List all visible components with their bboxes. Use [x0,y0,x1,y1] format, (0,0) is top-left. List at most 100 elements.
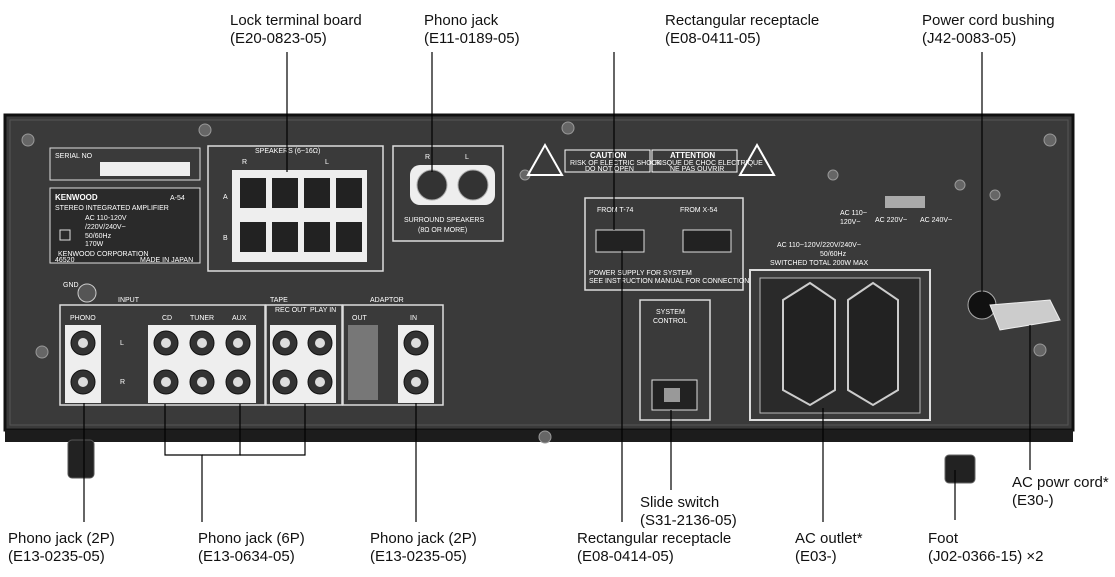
voltage-selector [885,196,925,208]
outlet-text1: AC 110~120V/220V/240V~ [777,242,861,249]
corporation-label: KENWOOD CORPORATION [58,251,148,258]
callout-part: (E30-) [1012,492,1054,509]
warning-triangle-left-icon [526,142,564,176]
surround-speakers-panel [392,145,504,242]
callout-ac-outlet: AC outlet* (E03-) [795,530,863,566]
callout-name: Phono jack (2P) [8,530,115,547]
caution-label: CAUTION [590,151,627,160]
foot-left [67,439,95,479]
adaptor-in-label: IN [410,315,417,322]
rca-jack-center [197,377,207,387]
callout-phono-jack-2p-mid: Phono jack (2P) (E13-0235-05) [370,530,477,566]
callout-phono-jack-6p: Phono jack (6P) (E13-0634-05) [198,530,305,566]
input-ch-r: R [120,379,125,386]
rating-watt: 170W [85,241,104,248]
tape-panel [265,304,343,406]
rca-jacks [70,330,429,395]
callout-name: Lock terminal board [230,12,362,29]
callout-rect-receptacle-bottom: Rectangular receptacle (E08-0414-05) [577,530,731,566]
speaker-ch-r: R [242,159,247,166]
callout-part: (S31-2136-05) [640,512,737,529]
callout-part: (J42-0083-05) [922,30,1017,47]
callout-power-cord-bushing: Power cord bushing (J42-0083-05) [922,12,1055,48]
surround-l: L [465,154,469,161]
phono-label: PHONO [70,315,96,322]
from-x54-label: FROM X-54 [680,207,717,214]
brand-label: KENWOOD [55,193,98,202]
rca-jack-center [161,377,171,387]
system-power-panel [584,197,744,291]
rating-ac2: /220V/240V~ [85,224,126,231]
callout-part: (E08-0411-05) [665,30,761,47]
power-supply-label2: SEE INSTRUCTION MANUAL FOR CONNECTION [589,278,749,285]
voltage-120: 120V~ [840,219,860,226]
callout-name: Phono jack (2P) [370,530,477,547]
screw-group [21,121,1057,444]
callout-name: Slide switch [640,494,720,511]
surround-r: R [425,154,430,161]
input-label: INPUT [118,297,140,304]
rca-jack-center [197,338,207,348]
callout-phono-jack-2p-left: Phono jack (2P) (E13-0235-05) [8,530,115,566]
adaptor-out-label: OUT [352,315,368,322]
adaptor-panel [342,304,444,406]
caution-text2: DO NOT OPEN [585,166,634,173]
speaker-a: A [223,194,228,201]
callout-phono-jack-top: Phono jack (E11-0189-05) [424,12,520,48]
ac-outlet-right [847,281,899,407]
cd-label: CD [162,315,172,322]
surround-jack-l [457,169,489,201]
callout-lock-terminal-board: Lock terminal board (E20-0823-05) [230,12,362,48]
power-supply-label1: POWER SUPPLY FOR SYSTEM [589,270,692,277]
attention-label: ATTENTION [670,151,715,160]
callout-part: (E20-0823-05) [230,30,327,47]
leader-lines [83,52,1031,522]
callout-name: AC powr cord* [1012,474,1109,491]
system-control-panel [639,299,711,421]
rca-jack-center [233,338,243,348]
callout-part: (E13-0235-05) [370,548,467,565]
gnd-label: GND [63,282,79,289]
attention-text2: NE PAS OUVRIR [670,166,724,173]
callout-part: (E08-0414-05) [577,548,674,565]
ac-outlet-panel [749,269,931,421]
surround-jack-r [416,169,448,201]
rca-jack-center [315,338,325,348]
input-panel [59,304,266,406]
rca-jack-center [161,338,171,348]
surround-label2: (8Ω OR MORE) [418,227,467,234]
from-t74-label: FROM T-74 [597,207,634,214]
callout-part: (E03-) [795,548,837,565]
callout-part: (J02-0366-15) ×2 [928,548,1044,565]
voltage-240: AC 240V~ [920,217,952,224]
adaptor-label: ADAPTOR [370,297,404,304]
callout-name: Foot [928,530,959,547]
rca-jack-center [233,377,243,387]
rec-out-label: REC OUT [275,307,307,314]
callout-name: Phono jack (6P) [198,530,305,547]
callout-part: (E11-0189-05) [424,30,520,47]
input-ch-l: L [120,340,124,347]
tape-label: TAPE [270,297,288,304]
callout-name: Power cord bushing [922,12,1055,29]
callout-name: Rectangular receptacle [577,530,732,547]
rca-jack-center [411,377,421,387]
outlet-text3: SWITCHED TOTAL 200W MAX [770,260,868,267]
warning-triangle-right-icon [738,142,776,176]
surround-label: SURROUND SPEAKERS [404,217,484,224]
speakers-title: SPEAKERS (6~16Ω) [255,148,320,155]
rca-jack-center [411,338,421,348]
gnd-terminal [77,283,97,303]
callout-part: (E13-0235-05) [8,548,105,565]
rect-receptacle-t74 [595,229,645,253]
tuner-label: TUNER [190,315,214,322]
rca-jack-center [315,377,325,387]
serial-no-label: SERIAL NO [55,153,93,160]
rect-receptacle-x54 [682,229,732,253]
foot-right [944,454,976,484]
voltage-220: AC 220V~ [875,217,907,224]
system-label: SYSTEM [656,309,685,316]
outlet-text2: 50/60Hz [820,251,847,258]
rca-jack-center [78,338,88,348]
attention-text1: RISQUE DE CHOC ELECTRIQUE [655,160,763,167]
